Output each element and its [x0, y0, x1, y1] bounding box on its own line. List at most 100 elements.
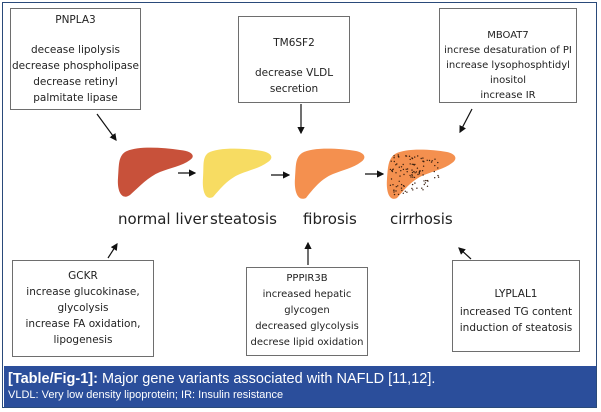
gene-effect: increase FA oxidation,	[25, 318, 141, 330]
gene-box-mboat7: MBOAT7 increse desaturation of PI increa…	[439, 8, 577, 103]
gene-effect: decreased glycolysis	[255, 321, 359, 332]
gene-effect: increased hepatic	[262, 289, 352, 300]
gene-effect: glycogen	[284, 305, 330, 316]
fibrotic-dot	[412, 189, 414, 191]
fibrotic-dot	[414, 172, 416, 174]
fibrotic-dot	[433, 170, 435, 173]
gene-effect: increse desaturation of PI	[444, 45, 572, 56]
fibrotic-dot	[411, 187, 413, 190]
fibrotic-dot	[413, 176, 416, 179]
fibrotic-dot	[423, 180, 425, 182]
stage-label-fibrosis: fibrosis	[303, 210, 357, 228]
fibrotic-dot	[393, 157, 395, 159]
fibrotic-dot	[390, 178, 393, 180]
fibrotic-dot	[422, 165, 425, 167]
fibrotic-dot	[412, 176, 414, 178]
fibrotic-dot	[397, 193, 400, 196]
fibrotic-dot	[401, 189, 403, 192]
mboat7-arrow	[459, 108, 473, 134]
gene-name: PPPIR3B	[286, 273, 328, 284]
fibrotic-dot	[393, 193, 396, 196]
fibrotic-dot	[414, 156, 416, 158]
fibrotic-dot	[389, 168, 392, 171]
gene-box-pnpla3: PNPLA3 decease lipolysis decrease phosph…	[10, 8, 141, 110]
fibrotic-dot	[395, 172, 397, 174]
stage-label-steatosis: steatosis	[210, 210, 277, 228]
fibrotic-dot	[425, 179, 427, 182]
gene-effect: increase IR	[480, 90, 536, 101]
gene-name: PNPLA3	[55, 14, 96, 26]
steatosis-liver-icon	[202, 148, 272, 198]
gene-box-tm6sf2: TM6SF2 decrease VLDL secretion	[238, 16, 350, 103]
gene-effect: increased TG content	[459, 306, 573, 318]
fibrosis-liver-icon	[294, 148, 365, 199]
fibrotic-dot	[405, 155, 408, 157]
fibrotic-dot	[422, 174, 424, 176]
gene-box-ppp1r3b: PPPIR3B increased hepatic glycogen decre…	[246, 267, 368, 356]
fibrotic-dot	[411, 171, 414, 174]
fibrotic-dot	[396, 163, 398, 165]
fibrotic-dot	[418, 173, 421, 175]
fibrotic-dot	[423, 161, 425, 163]
stage-label-cirrhosis: cirrhosis	[390, 210, 453, 228]
gene-effect: lipogenesis	[53, 334, 113, 346]
fibrotic-dot	[426, 159, 428, 161]
fibrotic-dot	[422, 189, 424, 191]
gene-effect: induction of steatosis	[459, 322, 573, 334]
fibrotic-dot	[397, 154, 399, 156]
fibrotic-dot	[395, 190, 397, 192]
fibrotic-dot	[411, 163, 413, 165]
gene-effect: glycolysis	[57, 302, 109, 314]
fibrotic-dot	[421, 170, 424, 172]
gene-effect: decease lipolysis	[31, 44, 120, 56]
fibrotic-dot	[411, 157, 413, 159]
fibrotic-dot	[402, 163, 404, 166]
fibrotic-dot	[393, 160, 395, 163]
fibrotic-dot	[426, 179, 429, 182]
fibrotic-dot	[416, 187, 418, 189]
fibrotic-dot	[409, 174, 411, 177]
gene-box-lyplal1: LYPLAL1 increased TG content induction o…	[452, 260, 580, 352]
fibrotic-dot	[416, 167, 419, 169]
fibrotic-dot	[404, 190, 406, 192]
caption-title-line: [Table/Fig-1]: Major gene variants assoc…	[8, 370, 596, 388]
fibrotic-dot	[393, 191, 395, 193]
fibrotic-dot	[402, 168, 405, 171]
fibrotic-dot	[408, 155, 411, 157]
fibrotic-dot	[410, 176, 412, 178]
figure-caption: [Table/Fig-1]: Major gene variants assoc…	[4, 366, 596, 407]
gene-name: MBOAT7	[487, 30, 529, 41]
fibrotic-dot	[437, 174, 439, 177]
fibrotic-dot	[411, 183, 414, 186]
fibrotic-dot	[417, 155, 419, 157]
fibrotic-dot	[413, 170, 415, 173]
fibrotic-dot	[431, 160, 433, 162]
fibrotic-dot	[398, 180, 400, 182]
stage-label-normal-liver: normal liver	[118, 210, 208, 228]
fibrotic-dot	[417, 173, 419, 176]
fibrotic-dot	[419, 170, 421, 172]
caption-label: [Table/Fig-1]:	[8, 371, 98, 387]
fibrotic-dot	[411, 174, 413, 176]
fibrotic-dot	[422, 157, 424, 159]
fibrotic-dot	[391, 169, 393, 172]
fibrotic-dot	[426, 185, 429, 187]
fibrotic-dot	[415, 171, 418, 173]
fibrotic-dot	[428, 159, 431, 162]
fibrotic-dot	[398, 166, 400, 168]
fibrotic-dot	[437, 176, 440, 178]
caption-footnote: VLDL: Very low density lipoprotein; IR: …	[8, 389, 284, 401]
fibrotic-dot	[430, 161, 433, 163]
fibrotic-dot	[434, 164, 436, 167]
gene-name: TM6SF2	[273, 37, 315, 49]
lyplal1-arrow	[458, 247, 472, 260]
cirrhosis-liver-icon	[386, 149, 456, 199]
gene-name: GCKR	[68, 270, 98, 282]
fibrotic-dot	[423, 183, 425, 186]
fibrotic-dot	[389, 184, 392, 186]
fibrotic-dot	[437, 167, 439, 169]
fibrotic-dot	[409, 158, 411, 161]
gene-effect: increase glucokinase,	[26, 286, 140, 298]
fibrotic-dot	[413, 164, 415, 166]
